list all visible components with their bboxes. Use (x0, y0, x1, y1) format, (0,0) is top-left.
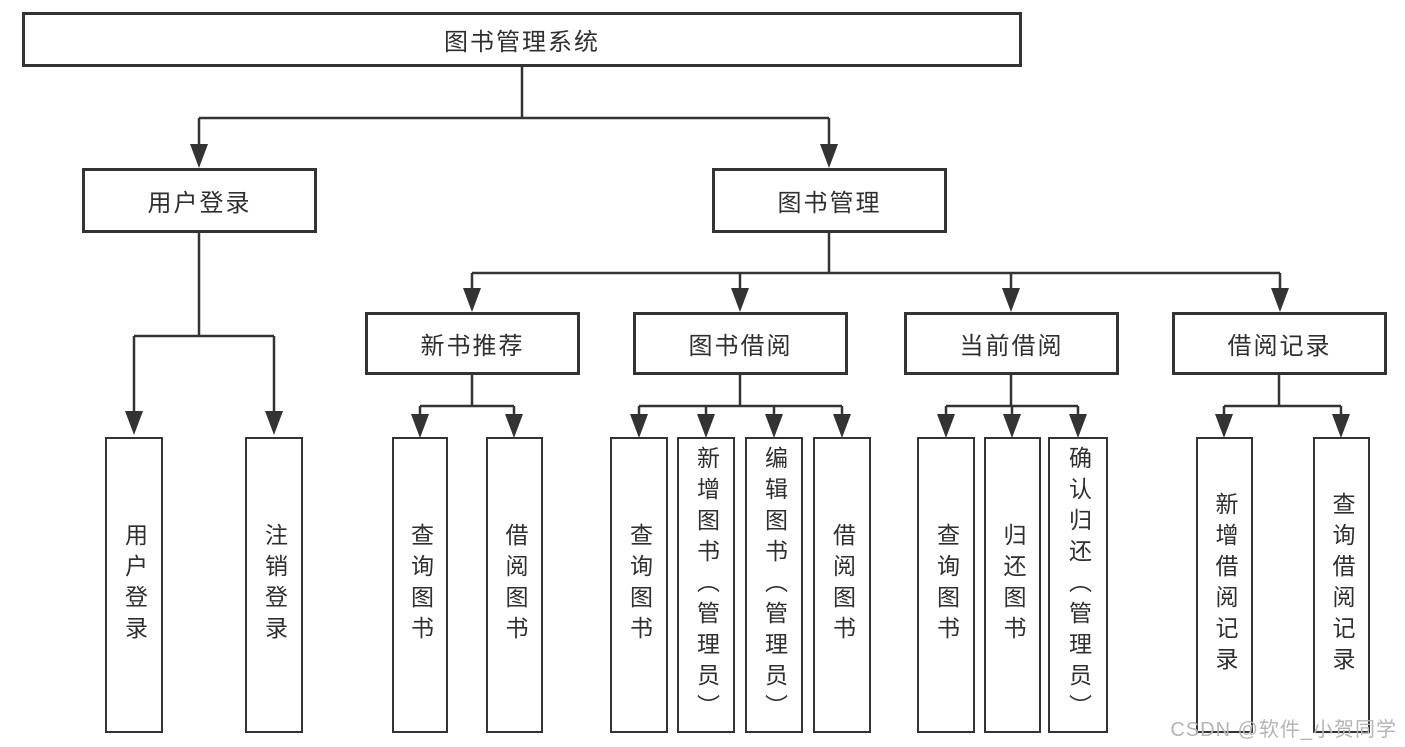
leaf-nbr-borrow-books: 借阅图书 (486, 437, 543, 733)
node-new-book-recommend-label: 新书推荐 (420, 333, 525, 360)
connector-user-login-branch (125, 233, 283, 435)
connector-book-borrow (630, 375, 851, 438)
node-user-login: 用户登录 (82, 168, 317, 233)
connector-borrow-record (1215, 375, 1350, 438)
node-new-book-recommend: 新书推荐 (365, 312, 580, 375)
leaf-user-login: 用户登录 (105, 437, 163, 733)
leaf-nbr-query-books: 查询图书 (392, 437, 448, 733)
node-borrow-record-label: 借阅记录 (1227, 333, 1332, 360)
watermark: CSDN @软件_小贺同学 (1170, 719, 1397, 741)
node-root-label: 图书管理系统 (444, 29, 600, 56)
node-book-management: 图书管理 (712, 168, 947, 233)
leaf-cb-return-books: 归还图书 (984, 437, 1041, 733)
node-borrow-record: 借阅记录 (1172, 312, 1387, 375)
node-user-login-label: 用户登录 (147, 190, 252, 217)
leaf-cb-query-books: 查询图书 (917, 437, 975, 733)
leaf-bb-add-book-admin: 新增图书（管理员） (677, 437, 735, 733)
leaf-cb-confirm-return-admin: 确认归还（管理员） (1048, 437, 1108, 733)
node-book-management-label: 图书管理 (777, 190, 882, 217)
node-current-borrow-label: 当前借阅 (959, 333, 1064, 360)
leaf-logout: 注销登录 (245, 437, 303, 733)
node-book-borrow-label: 图书借阅 (688, 333, 793, 360)
leaf-br-add-record: 新增借阅记录 (1196, 437, 1253, 733)
connector-root-to-level2 (190, 67, 838, 168)
connector-book-management-branch (463, 233, 1289, 312)
connector-current-borrow (937, 375, 1087, 438)
node-current-borrow: 当前借阅 (904, 312, 1119, 375)
leaf-bb-borrow-books: 借阅图书 (813, 437, 871, 733)
leaf-bb-edit-book-admin: 编辑图书（管理员） (745, 437, 803, 733)
leaf-bb-query-books: 查询图书 (610, 437, 668, 733)
connector-new-book-recommend (411, 375, 523, 438)
node-root: 图书管理系统 (22, 12, 1022, 67)
leaf-br-query-record: 查询借阅记录 (1313, 437, 1370, 733)
node-book-borrow: 图书借阅 (633, 312, 848, 375)
